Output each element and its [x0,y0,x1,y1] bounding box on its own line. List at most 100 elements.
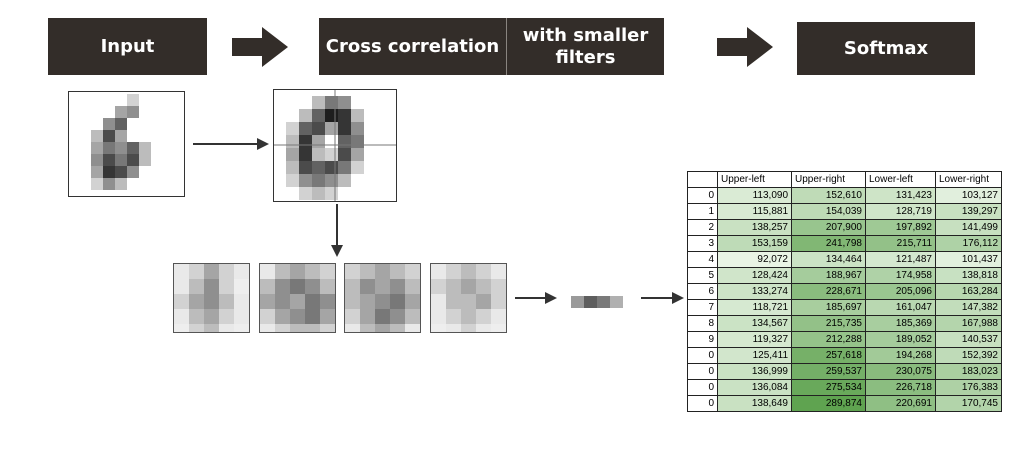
row-label: 3 [687,235,718,252]
table-cell: 170,745 [935,395,1002,412]
table-header-cell: Upper-left [717,171,792,188]
row-label: 0 [687,363,718,380]
table-cell: 141,499 [935,219,1002,236]
table-cell: 136,999 [717,363,792,380]
table-cell: 154,039 [791,203,866,220]
row-label: 1 [687,203,718,220]
table-cell: 121,487 [865,251,936,268]
arrowhead-icon [672,292,684,304]
correlation-digit-image [273,89,397,202]
step-cross-correlation-label: Cross correlation [325,35,500,57]
table-header-cell [687,171,718,188]
table-cell: 128,424 [717,267,792,284]
row-label: 9 [687,331,718,348]
table-cell: 163,284 [935,283,1002,300]
table-cell: 259,537 [791,363,866,380]
table-cell: 275,534 [791,379,866,396]
table-cell: 185,697 [791,299,866,316]
row-label: 2 [687,219,718,236]
table-cell: 176,112 [935,235,1002,252]
table-cell: 176,383 [935,379,1002,396]
correlation-values-table: Upper-left Upper-right Lower-left Lower-… [687,171,1002,412]
step-input-label: Input [100,35,155,57]
table-cell: 131,423 [865,187,936,204]
arrow-right-icon [232,27,288,67]
step-softmax-label: Softmax [843,37,929,59]
table-cell: 226,718 [865,379,936,396]
connector-line [641,297,674,299]
digit-six-pixels [91,94,151,190]
arrowhead-icon [331,245,343,257]
patch-upper-left [173,263,250,333]
row-label: 8 [687,315,718,332]
table-cell: 167,988 [935,315,1002,332]
table-cell: 115,881 [717,203,792,220]
table-cell: 136,084 [717,379,792,396]
connector-line [336,204,338,248]
row-label: 4 [687,251,718,268]
table-cell: 119,327 [717,331,792,348]
table-cell: 174,958 [865,267,936,284]
row-label: 5 [687,267,718,284]
row-label: 0 [687,347,718,364]
table-cell: 257,618 [791,347,866,364]
table-cell: 128,719 [865,203,936,220]
row-label: 7 [687,299,718,316]
table-cell: 289,874 [791,395,866,412]
row-label: 0 [687,379,718,396]
table-cell: 189,052 [865,331,936,348]
table-cell: 241,798 [791,235,866,252]
step-smaller-filters: with smaller filters [506,18,664,75]
feature-vector [571,296,623,308]
step-input: Input [48,18,207,75]
table-cell: 138,257 [717,219,792,236]
table-cell: 138,649 [717,395,792,412]
row-label: 6 [687,283,718,300]
arrow-right-icon [717,27,773,67]
table-cell: 220,691 [865,395,936,412]
connector-line [515,297,547,299]
table-cell: 183,023 [935,363,1002,380]
table-cell: 139,297 [935,203,1002,220]
table-cell: 134,464 [791,251,866,268]
patch-lower-left [344,263,421,333]
table-cell: 138,818 [935,267,1002,284]
table-cell: 125,411 [717,347,792,364]
table-cell: 161,047 [865,299,936,316]
table-cell: 134,567 [717,315,792,332]
table-cell: 147,382 [935,299,1002,316]
table-cell: 197,892 [865,219,936,236]
table-cell: 152,392 [935,347,1002,364]
row-label: 0 [687,395,718,412]
table-cell: 133,274 [717,283,792,300]
table-cell: 140,537 [935,331,1002,348]
table-cell: 152,610 [791,187,866,204]
table-cell: 92,072 [717,251,792,268]
table-cell: 205,096 [865,283,936,300]
table-cell: 215,735 [791,315,866,332]
table-cell: 103,127 [935,187,1002,204]
table-cell: 185,369 [865,315,936,332]
table-header-cell: Lower-left [865,171,936,188]
table-cell: 215,711 [865,235,936,252]
input-digit-image [68,91,185,197]
table-cell: 113,090 [717,187,792,204]
table-cell: 101,437 [935,251,1002,268]
table-cell: 212,288 [791,331,866,348]
table-header-row: Upper-left Upper-right Lower-left Lower-… [687,171,1002,188]
arrowhead-icon [257,138,269,150]
